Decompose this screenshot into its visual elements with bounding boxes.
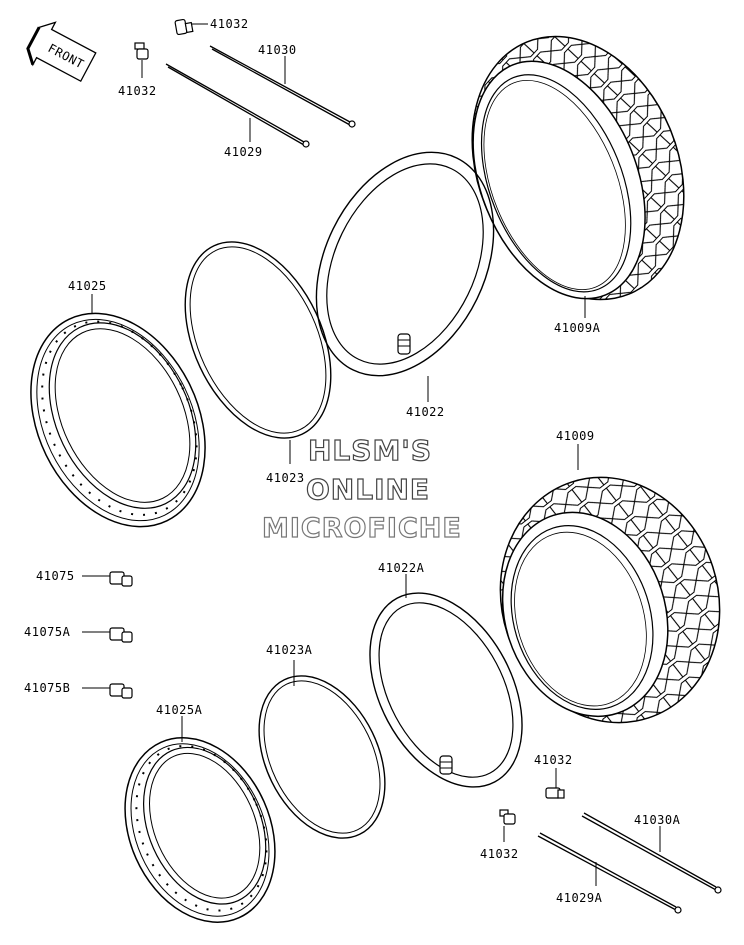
watermark-line3: MICROFICHE — [262, 513, 462, 544]
label-41029: 41029 — [224, 145, 263, 159]
watermark-line2: ONLINE — [306, 473, 430, 506]
valve-cap-icon — [174, 18, 194, 36]
label-41075: 41075 — [36, 569, 75, 583]
label-41023: 41023 — [266, 471, 305, 485]
valve-cap-rear-icon — [545, 787, 565, 799]
tube-valve-rear-icon — [439, 755, 453, 775]
label-41032-top: 41032 — [210, 17, 249, 31]
front-arrow: FRONT — [26, 21, 97, 83]
label-41009A: 41009A — [554, 321, 601, 335]
spoke-rod-rear-icon — [537, 832, 682, 914]
spoke-rod-rear-icon — [581, 812, 722, 894]
label-41030A: 41030A — [634, 813, 681, 827]
label-41032-lower-left: 41032 — [480, 847, 519, 861]
valve-core-rear-icon — [499, 809, 516, 825]
tube-valve-icon — [397, 333, 411, 355]
spacer-a-icon — [109, 627, 133, 643]
label-41022: 41022 — [406, 405, 445, 419]
spoke-rod-icon — [165, 63, 310, 148]
inner-tube-front-icon — [315, 151, 495, 377]
spoke-rod-icon — [209, 45, 356, 128]
label-41025A: 41025A — [156, 703, 203, 717]
label-41009: 41009 — [556, 429, 595, 443]
rim-rear-icon — [124, 737, 276, 923]
rim-band-front-icon — [184, 241, 332, 439]
label-41023A: 41023A — [266, 643, 313, 657]
inner-tube-rear-icon — [369, 592, 523, 788]
spacer-icon — [109, 571, 133, 587]
label-41025: 41025 — [68, 279, 107, 293]
watermark-line1: HLSM'S — [308, 434, 432, 467]
rim-band-rear-icon — [258, 675, 386, 839]
label-41030: 41030 — [258, 43, 297, 57]
label-41022A: 41022A — [378, 561, 425, 575]
label-41032-left: 41032 — [118, 84, 157, 98]
valve-core-icon — [134, 42, 149, 60]
spacer-b-icon — [109, 683, 133, 699]
label-41029A: 41029A — [556, 891, 603, 905]
label-41075B: 41075B — [24, 681, 70, 695]
label-41032-lower-right: 41032 — [534, 753, 573, 767]
tire-front-icon — [471, 35, 685, 301]
rim-front-icon — [30, 312, 206, 528]
tire-rear-icon — [499, 476, 721, 724]
label-41075A: 41075A — [24, 625, 71, 639]
